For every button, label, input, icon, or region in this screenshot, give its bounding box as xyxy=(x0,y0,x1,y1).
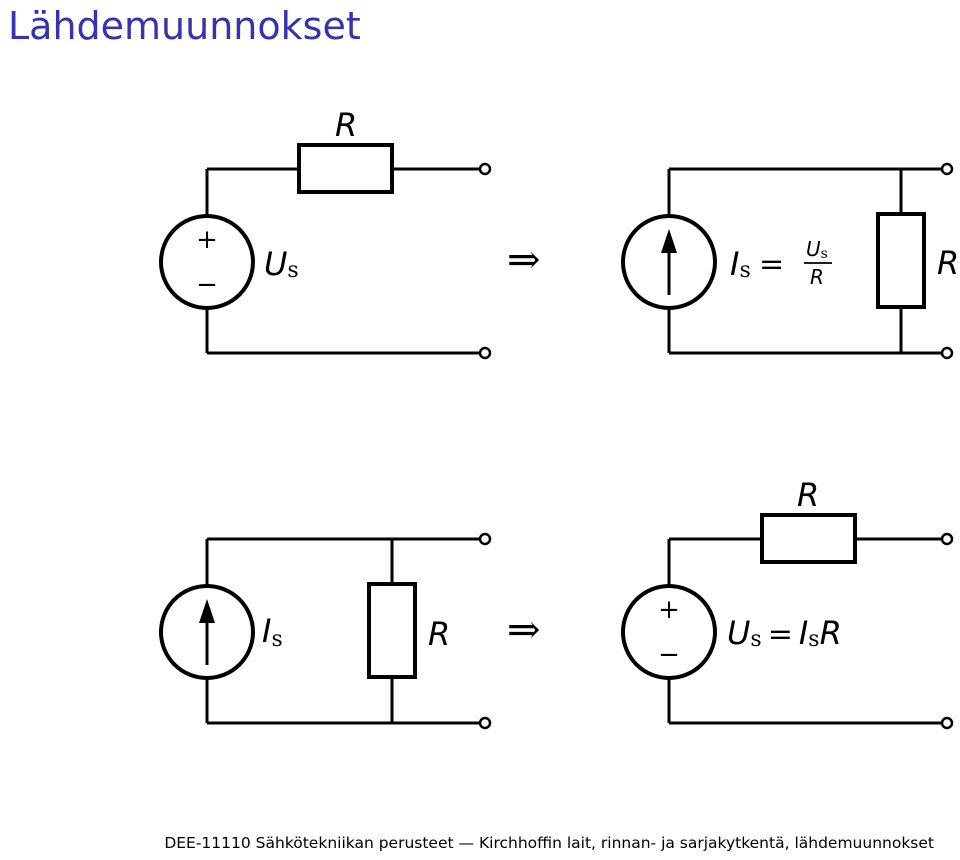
circuit-current-source-parallel: Is = Us R R xyxy=(621,162,959,360)
source-voltage-label: Us xyxy=(264,245,299,283)
resistor-label: R xyxy=(428,615,450,653)
resistor-label: R xyxy=(797,476,819,514)
slide-title: Lähdemuunnokset xyxy=(8,4,361,48)
terminal xyxy=(478,716,492,730)
rhs-sub: s xyxy=(808,627,819,652)
label-sub: s xyxy=(287,258,298,283)
num-main: U xyxy=(806,237,821,261)
fraction-numerator: Us xyxy=(806,237,828,262)
footer-dash: — xyxy=(458,834,475,852)
equals-sign: = xyxy=(768,617,793,652)
current-arrow-head xyxy=(199,599,215,623)
resistor xyxy=(367,582,417,679)
voltage-source xyxy=(621,584,717,680)
label-main: U xyxy=(264,245,287,283)
circuit-voltage-source-series: + − R Us xyxy=(159,106,492,360)
slide-footer: DEE-11110 Sähkötekniikan perusteet — Kir… xyxy=(0,834,960,852)
source-current-label: Is xyxy=(730,245,751,283)
terminal xyxy=(940,716,954,730)
resistor xyxy=(760,513,857,564)
circuit-current-source-parallel-bottom: Is R xyxy=(159,532,492,730)
voltage-source xyxy=(159,214,255,310)
source-current-label: Is xyxy=(262,612,283,652)
label-main: I xyxy=(262,612,271,650)
label-sub: s xyxy=(739,258,750,283)
label-main: I xyxy=(730,245,739,283)
terminal xyxy=(478,162,492,176)
implies-arrow-top: ⇒ xyxy=(507,237,541,283)
current-arrow-head xyxy=(661,229,677,253)
terminal xyxy=(940,532,954,546)
rhs-main: I xyxy=(799,614,808,652)
resistor-label: R xyxy=(335,106,357,144)
lhs-sub: s xyxy=(750,627,761,652)
footer-course: DEE-11110 Sähkötekniikan perusteet xyxy=(164,834,454,852)
label-sub: s xyxy=(271,627,282,652)
minus-sign: − xyxy=(196,270,218,300)
terminal xyxy=(940,346,954,360)
implies-arrow-bottom: ⇒ xyxy=(507,607,541,653)
minus-sign: − xyxy=(658,640,680,670)
resistor xyxy=(297,143,394,194)
num-sub: s xyxy=(821,246,828,262)
plus-sign: + xyxy=(658,595,680,625)
terminal xyxy=(940,162,954,176)
fraction-denominator: R xyxy=(810,265,824,289)
terminal xyxy=(478,346,492,360)
equals-sign: = xyxy=(759,247,784,282)
footer-topic: Kirchhoffin lait, rinnan- ja sarjakytken… xyxy=(478,834,934,852)
plus-sign: + xyxy=(196,225,218,255)
lhs-main: U xyxy=(727,614,750,652)
circuit-voltage-source-series-bottom: + − R Us=IsR xyxy=(621,476,954,730)
terminal xyxy=(478,532,492,546)
voltage-equation: Us=IsR xyxy=(727,614,842,652)
rhs-tail: R xyxy=(820,614,842,652)
resistor-label: R xyxy=(937,244,959,282)
resistor xyxy=(876,212,926,309)
